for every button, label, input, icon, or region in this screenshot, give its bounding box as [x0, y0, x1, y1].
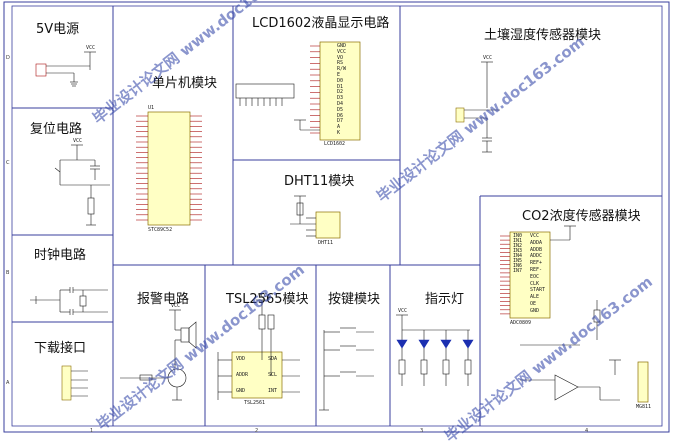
- tsl-pin-sda: SDA: [268, 356, 278, 362]
- lcd-pin-label: D6: [337, 112, 344, 119]
- dht-part-label: DHT11: [318, 240, 334, 246]
- ruler-row-b: B: [6, 270, 10, 276]
- ruler-col-2: 2: [255, 428, 259, 434]
- co2-pin-label: REF-: [530, 267, 543, 273]
- ruler-col-1: 1: [90, 428, 94, 434]
- tsl-pin-scl: SCL: [268, 372, 278, 378]
- co2-sensor-circuit: [500, 225, 649, 403]
- keys-circuit: [319, 327, 374, 411]
- co2-pin-label: OE: [530, 301, 537, 307]
- mcu-ref-label: U1: [148, 105, 155, 111]
- vcc-label-soil: VCC: [483, 55, 493, 61]
- lcd-pin-label: D2: [337, 89, 344, 96]
- title-co2: CO2浓度传感器模块: [522, 209, 641, 224]
- title-download: 下载接口: [34, 341, 87, 356]
- led-circuit: [396, 314, 474, 386]
- co2-pin-label: IN7: [513, 268, 523, 274]
- sheet-inner-border: [11, 5, 663, 427]
- co2-pin-label: EOC: [530, 273, 540, 280]
- co2-part-label: ADC0809: [510, 320, 532, 326]
- vcc-label-tsl: VCC: [258, 293, 268, 299]
- tsl-pin-int: INT: [268, 388, 278, 394]
- co2-pin-label: ADDC: [530, 253, 543, 260]
- download-interface: [61, 365, 88, 401]
- title-keys: 按键模块: [328, 292, 381, 307]
- tsl-part-label: TSL2561: [244, 400, 266, 406]
- sensor-part-label: MG811: [636, 404, 652, 410]
- title-led: 指示灯: [425, 292, 465, 307]
- co2-pin-label: IN5: [513, 258, 523, 264]
- lcd-pin-label: D4: [337, 101, 344, 107]
- co2-pin-label: IN4: [513, 253, 523, 259]
- lcd-pin-label: VCC: [337, 48, 347, 55]
- sheet-border: [3, 1, 670, 433]
- co2-pin-label: GND: [530, 307, 540, 314]
- lcd-circuit: [235, 41, 361, 141]
- tsl-pin-vdd: VDD: [236, 356, 246, 362]
- tsl-pin-addr: ADDR: [236, 372, 249, 378]
- tsl-pin-gnd: GND: [236, 388, 246, 394]
- title-reset: 复位电路: [30, 122, 83, 137]
- vcc-label-led: VCC: [398, 308, 408, 314]
- co2-pin-label: CLK: [530, 280, 540, 287]
- lcd-pin-label: RS: [337, 60, 344, 67]
- clock-circuit: [30, 287, 108, 315]
- title-tsl: TSL2565模块: [226, 292, 309, 307]
- co2-pin-label: ADDA: [530, 239, 543, 246]
- tsl2565-circuit: [217, 299, 300, 400]
- title-dht: DHT11模块: [284, 174, 355, 189]
- title-clock: 时钟电路: [34, 248, 87, 263]
- lcd-pin-label: VO: [337, 54, 344, 61]
- reset-circuit: [54, 144, 110, 226]
- co2-pin-label: START: [530, 287, 546, 294]
- title-soil: 土壤湿度传感器模块: [484, 28, 602, 43]
- ruler-row-a: A: [6, 380, 10, 386]
- ruler-row-d: D: [6, 55, 10, 61]
- title-power: 5V电源: [36, 22, 80, 37]
- co2-pin-label: ALE: [530, 294, 540, 301]
- lcd-pin-label: D1: [337, 83, 344, 90]
- title-alarm: 报警电路: [137, 292, 190, 307]
- lcd-pin-label: GND: [337, 43, 347, 49]
- lcd-pin-label: D0: [337, 77, 344, 84]
- co2-pin-label: REF+: [530, 260, 543, 267]
- co2-pin-label: IN1: [513, 238, 523, 244]
- co2-pin-label: IN2: [513, 243, 523, 249]
- dht11-circuit: [290, 195, 341, 239]
- co2-pin-label: IN0: [513, 233, 523, 239]
- lcd-pin-label: D3: [337, 95, 344, 102]
- ruler-col-4: 4: [585, 428, 589, 434]
- vcc-label-alarm: VCC: [171, 303, 181, 309]
- ruler-row-c: C: [6, 160, 10, 166]
- schematic-canvas: [3, 1, 670, 433]
- alarm-circuit: [120, 309, 197, 401]
- lcd-pin-label: D5: [337, 106, 344, 113]
- lcd-pin-label: E: [337, 72, 341, 78]
- co2-pin-label: IN3: [513, 248, 523, 254]
- co2-pin-label: VCC: [530, 233, 540, 239]
- vcc-label-power: VCC: [86, 45, 96, 51]
- title-lcd: LCD1602液晶显示电路: [252, 16, 390, 31]
- ruler-col-3: 3: [420, 428, 424, 434]
- lcd-part-label: LCD1602: [324, 141, 346, 147]
- lcd-pin-label: R/W: [337, 66, 347, 73]
- soil-sensor-circuit: [455, 61, 500, 153]
- co2-pin-label: ADDB: [530, 246, 543, 253]
- lcd-pin-label: D7: [337, 118, 344, 125]
- lcd-pin-label: A: [337, 124, 341, 131]
- title-mcu: 单片机模块: [152, 76, 218, 91]
- lcd-pin-label: K: [337, 130, 341, 136]
- mcu-chip: [136, 111, 202, 226]
- co2-pin-label: IN6: [513, 263, 523, 269]
- mcu-part-label: STC89C52: [148, 227, 173, 233]
- vcc-label-reset: VCC: [73, 138, 83, 144]
- section-dividers: [12, 6, 662, 426]
- power-circuit: [35, 51, 96, 87]
